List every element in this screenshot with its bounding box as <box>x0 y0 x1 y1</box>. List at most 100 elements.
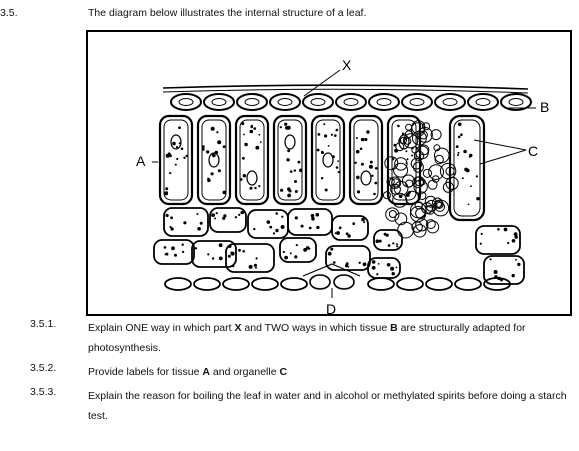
chloroplast <box>377 263 380 265</box>
vascular-cell <box>386 177 395 186</box>
chloroplast <box>359 147 363 151</box>
vascular-cell <box>442 181 454 193</box>
question-number: 3.5. <box>0 7 18 19</box>
chloroplast <box>310 213 315 218</box>
chloroplast <box>216 131 219 134</box>
chloroplast <box>286 158 290 162</box>
upper-epidermis-cell <box>203 93 235 111</box>
chloroplast <box>294 216 298 220</box>
chloroplast <box>175 146 179 149</box>
lower-epidermis-cell <box>222 277 250 291</box>
epidermis-nucleus <box>475 98 491 106</box>
chloroplast <box>356 190 361 194</box>
chloroplast <box>316 148 320 152</box>
spongy-cell <box>191 240 237 268</box>
chloroplast <box>223 214 227 218</box>
upper-epidermis-cell <box>434 93 466 111</box>
chloroplast <box>284 122 288 126</box>
chloroplast <box>392 242 395 245</box>
vascular-cell <box>410 202 427 219</box>
chloroplast <box>395 243 398 246</box>
chloroplast <box>378 239 382 243</box>
chloroplast <box>511 239 516 243</box>
chloroplast <box>364 137 368 142</box>
label-d: D <box>326 301 336 317</box>
vascular-cell <box>405 123 413 131</box>
vascular-cell <box>388 210 397 218</box>
chloroplast <box>217 169 221 173</box>
chloroplast <box>324 134 328 138</box>
chloroplast <box>334 232 337 235</box>
spongy-cell <box>163 207 209 237</box>
chloroplast <box>269 225 273 229</box>
chloroplast <box>470 185 472 188</box>
chloroplast <box>303 248 307 252</box>
palisade-nucleus <box>398 134 410 150</box>
chloroplast <box>165 191 168 194</box>
label-c: C <box>528 143 538 159</box>
lower-epidermis-cell <box>454 277 482 291</box>
palisade-vacuole <box>353 119 379 201</box>
vascular-cell <box>409 206 427 223</box>
chloroplast <box>211 257 215 260</box>
vascular-cell <box>427 179 438 190</box>
chloroplast <box>172 141 176 146</box>
epidermis-nucleus <box>409 98 425 106</box>
chloroplast <box>335 128 339 132</box>
upper-epidermis-cell <box>170 93 202 111</box>
chloroplast <box>321 150 323 153</box>
spongy-cell <box>279 237 317 263</box>
chloroplast <box>194 247 198 250</box>
vascular-cell <box>445 176 459 190</box>
chloroplast <box>287 193 291 198</box>
chloroplast <box>479 242 482 245</box>
chloroplast <box>240 210 244 215</box>
chloroplast <box>185 154 188 158</box>
palisade-cell <box>272 114 308 206</box>
cuticle-line <box>162 88 529 94</box>
palisade-vacuole <box>239 119 265 201</box>
chloroplast <box>201 147 205 151</box>
chloroplast <box>397 124 400 128</box>
chloroplast <box>316 225 320 230</box>
spongy-cell <box>287 208 333 236</box>
chloroplast <box>253 263 257 267</box>
chloroplast <box>169 172 172 175</box>
chloroplast <box>275 212 278 215</box>
chloroplast <box>511 273 515 278</box>
chloroplast <box>476 197 480 201</box>
chloroplast <box>248 264 253 269</box>
chloroplast <box>174 253 177 257</box>
chloroplast <box>345 232 349 236</box>
spongy-cell <box>325 245 371 271</box>
spongy-cell <box>225 243 275 273</box>
chloroplast <box>196 213 199 215</box>
chloroplast <box>460 133 463 136</box>
chloroplast <box>280 225 285 229</box>
vascular-cell <box>412 130 427 146</box>
chloroplast <box>338 226 342 230</box>
chloroplast <box>371 265 376 270</box>
chloroplast <box>243 133 245 136</box>
chloroplast <box>455 145 459 148</box>
chloroplast <box>250 125 253 129</box>
subquestion-number-1: 3.5.1. <box>30 318 57 330</box>
chloroplast <box>457 154 459 156</box>
chloroplast <box>295 244 298 247</box>
chloroplast <box>305 246 310 250</box>
vascular-cell <box>413 150 425 162</box>
lower-epidermis-cell <box>425 277 453 291</box>
chloroplast <box>337 160 339 163</box>
chloroplast <box>376 273 379 276</box>
chloroplast <box>222 190 227 195</box>
chloroplast <box>463 149 467 154</box>
chloroplast <box>279 126 282 129</box>
chloroplast <box>457 122 462 127</box>
epidermis-nucleus <box>277 98 293 106</box>
subquestion-text-3: Explain the reason for boiling the leaf … <box>88 390 567 422</box>
chloroplast <box>371 260 376 264</box>
chloroplast <box>390 266 395 271</box>
vascular-cell <box>415 218 429 232</box>
upper-epidermis-cell <box>500 93 532 111</box>
subquestion-number-2: 3.5.2. <box>30 362 57 374</box>
